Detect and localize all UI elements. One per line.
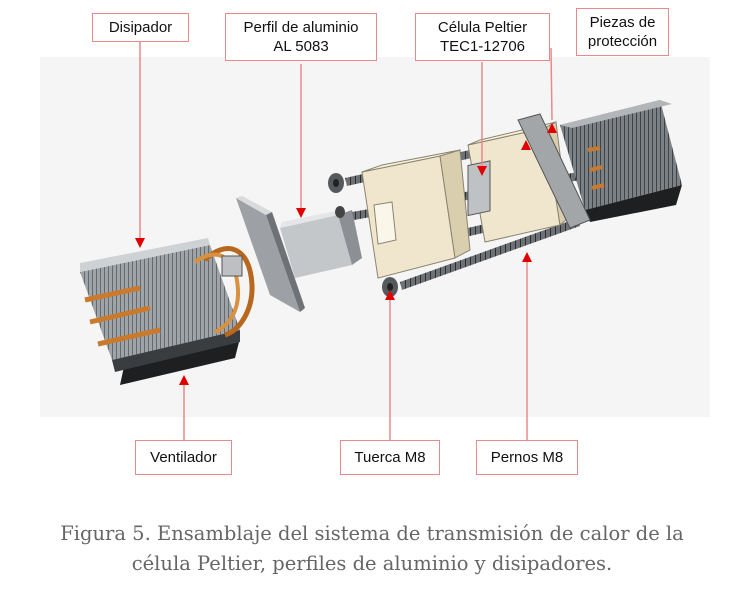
arrow-disipador [135,238,145,248]
arrow-tuerca [385,290,395,300]
label-tuerca-text: Tuerca M8 [354,449,426,466]
label-perfil-line2: AL 5083 [273,38,329,55]
label-disipador: Disipador [92,13,189,42]
label-pernos-text: Pernos M8 [490,449,564,466]
assembly-illustration [80,40,682,440]
arrow-piezas [521,140,531,150]
label-piezas-line1: Piezas de [589,14,656,31]
caption-line2: célula Peltier, perfiles de aluminio y d… [131,552,613,575]
label-disipador-text: Disipador [108,19,173,36]
label-pernos-m8: Pernos M8 [476,440,578,475]
right-heatsink [517,100,682,229]
label-tuerca-m8: Tuerca M8 [340,440,440,475]
label-perfil-line1: Perfil de aluminio [243,19,359,36]
label-celula-line1: Célula Peltier [437,19,528,36]
left-heatsink [80,238,255,385]
label-piezas-proteccion: Piezas de protección [576,8,669,56]
label-piezas-line2: protección [587,33,658,50]
arrow-celula [477,166,487,176]
arrow-pernos [522,252,532,262]
label-ventilador-text: Ventilador [150,449,217,466]
arrow-markers [135,123,557,385]
label-celula-line2: TEC1-12706 [439,38,526,55]
leader-lines [139,40,553,440]
arrow-ventilador [179,375,189,385]
caption-line1: Figura 5. Ensamblaje del sistema de tran… [60,522,684,545]
arrow-piezas-2 [547,123,557,133]
aluminum-profile [236,196,362,312]
label-perfil-aluminio: Perfil de aluminio AL 5083 [225,13,377,61]
label-celula-peltier: Célula Peltier TEC1-12706 [415,13,550,61]
figure-caption: Figura 5. Ensamblaje del sistema de tran… [0,519,744,579]
label-ventilador: Ventilador [135,440,232,475]
arrow-perfil [296,208,306,218]
